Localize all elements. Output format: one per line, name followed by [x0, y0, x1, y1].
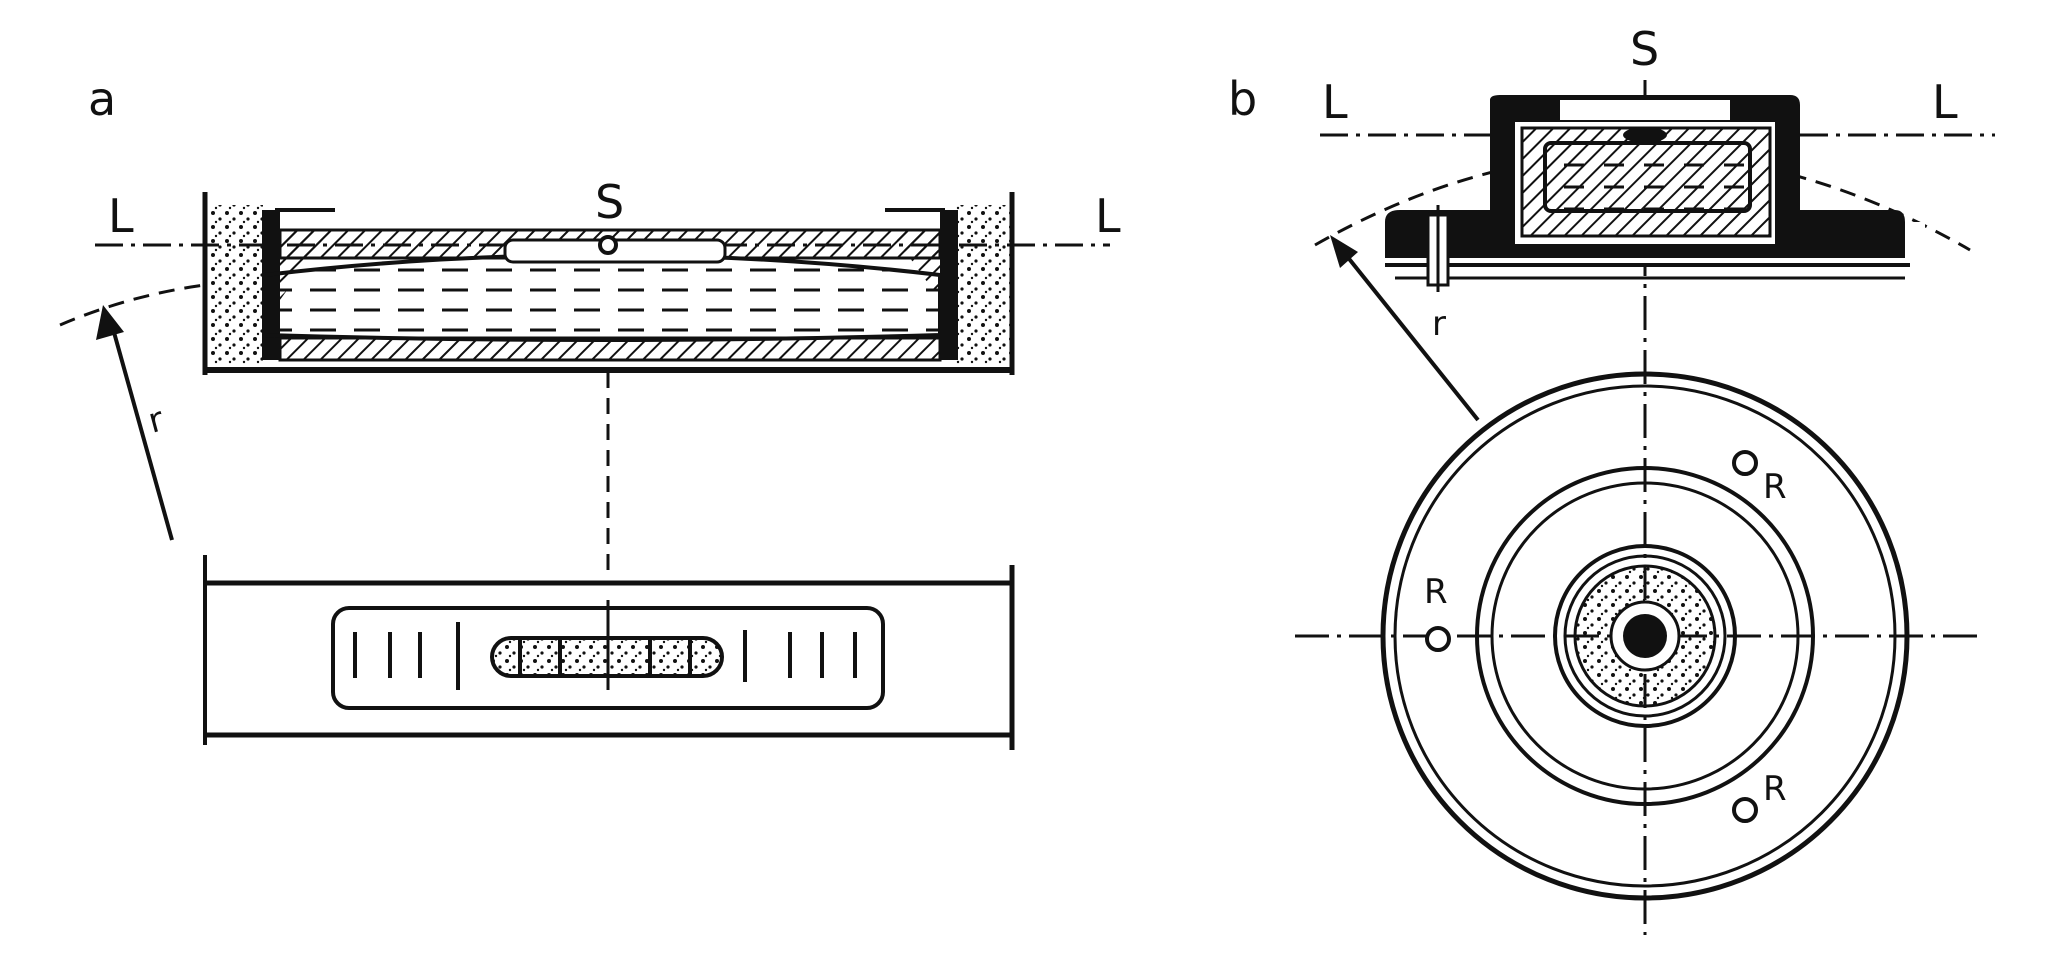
panel-a-vial-top-view: [203, 555, 1015, 750]
panel-b-screw-2: [1425, 626, 1451, 652]
panel-b-axis-label-right: L: [1932, 75, 1958, 129]
panel-a-label: a: [88, 72, 116, 126]
panel-a-center-mark: [598, 235, 618, 255]
panel-b-axis-label-left: L: [1322, 75, 1348, 129]
panel-a: a S L L r: [59, 72, 1121, 750]
panel-a-vial-glass: [263, 235, 942, 342]
panel-b-bubble: [1623, 127, 1667, 143]
panel-a-center-label: S: [595, 175, 624, 229]
panel-a-radius-arrow: [108, 317, 174, 541]
panel-b-screw-label-1: R: [1763, 467, 1787, 507]
panel-b-radius-arrow: [1336, 243, 1480, 422]
panel-a-axis-label-right: L: [1095, 189, 1121, 243]
panel-a-radius-label: r: [144, 399, 168, 441]
panel-b-screw-label-2: R: [1424, 572, 1448, 612]
panel-a-axis-label-left: L: [108, 189, 134, 243]
panel-a-curvature-arc: [59, 283, 206, 327]
panel-b-radius-arrowhead: [1330, 235, 1358, 268]
panel-b-plan-view: R R R: [1295, 371, 1985, 901]
panel-b-center-label: S: [1630, 22, 1659, 76]
panel-b: b S L L r: [1228, 22, 1995, 935]
panel-b-label: b: [1228, 72, 1257, 126]
panel-a-radius-arrowhead: [96, 305, 124, 340]
panel-b-radius-label: r: [1432, 304, 1446, 344]
panel-b-screw-3: [1732, 797, 1758, 823]
panel-b-circular-level-section: [1385, 95, 1925, 292]
panel-b-screw-1: [1732, 450, 1758, 476]
panel-b-screw-label-3: R: [1763, 769, 1787, 809]
panel-b-plan-bubble: [1623, 614, 1667, 658]
panel-a-graduation-marks: [353, 622, 857, 690]
